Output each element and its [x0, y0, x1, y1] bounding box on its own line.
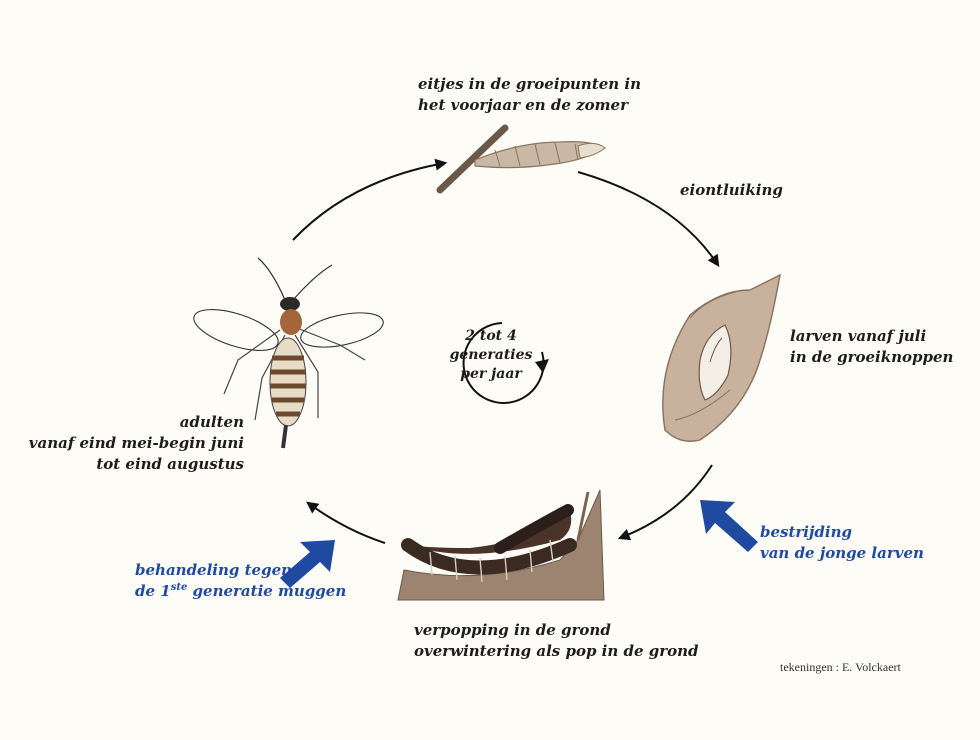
label-adults: adulten vanaf eind mei-begin juni tot ei… [29, 412, 244, 475]
label-control-adults: behandeling tegen de 1ste generatie mugg… [135, 560, 346, 602]
cycle-arrow-adult-to-eggs [292, 158, 448, 241]
label-hatching: eiontluiking [680, 180, 783, 201]
illustration-credit: tekeningen : E. Volckaert [780, 660, 901, 674]
label-larvae-line2: in de groeiknoppen [790, 348, 954, 366]
twig-with-eggs-illustration [436, 124, 607, 194]
label-pupation-line1: verpopping in de grond [414, 621, 611, 639]
label-control-adults-line2-post: generatie muggen [187, 582, 347, 600]
label-larvae-line1: larven vanaf juli [790, 327, 927, 345]
label-generations-line3: per jaar [460, 366, 522, 382]
label-control-adults-line2-sup: ste [170, 582, 188, 593]
cycle-arrow-larvae-to-pupa [617, 464, 713, 541]
label-adults-line2: vanaf eind mei-begin juni [28, 434, 244, 452]
label-control-adults-line1: behandeling tegen [135, 561, 293, 579]
pupa-in-soil-illustration [397, 489, 605, 601]
larvae-in-bud-illustration [662, 273, 781, 442]
label-eggs-line1: eitjes in de groeipunten in [418, 75, 642, 93]
control-arrow-larvae-icon [700, 500, 758, 552]
label-generations-line1: 2 tot 4 [465, 328, 517, 344]
label-larvae: larven vanaf juli in de groeiknoppen [790, 326, 953, 368]
label-control-adults-line2: de 1ste generatie muggen [135, 581, 346, 602]
label-eggs-line2: het voorjaar en de zomer [418, 96, 628, 114]
center-cycle-icon [462, 322, 549, 404]
label-generations: 2 tot 4 generaties per jaar [445, 327, 537, 384]
label-generations-line2: generaties [449, 347, 533, 363]
label-pupation: verpopping in de grond overwintering als… [414, 620, 699, 662]
label-control-adults-line2-pre: de 1 [135, 582, 171, 600]
label-control-larvae-line1: bestrijding [760, 523, 853, 541]
label-hatching-text: eiontluiking [680, 181, 783, 199]
cycle-arrow-eggs-to-larvae [577, 171, 720, 268]
control-arrow-adults-icon [280, 540, 335, 588]
label-pupation-line2: overwintering als pop in de grond [414, 642, 699, 660]
label-control-larvae-line2: van de jonge larven [760, 544, 924, 562]
label-control-larvae: bestrijding van de jonge larven [760, 522, 924, 564]
cycle-arrow-pupa-to-adult [306, 501, 386, 544]
adult-midge-illustration [193, 257, 384, 449]
label-adults-line1: adulten [179, 413, 244, 431]
label-adults-line3: tot eind augustus [96, 455, 244, 473]
label-eggs: eitjes in de groeipunten in het voorjaar… [418, 74, 641, 116]
